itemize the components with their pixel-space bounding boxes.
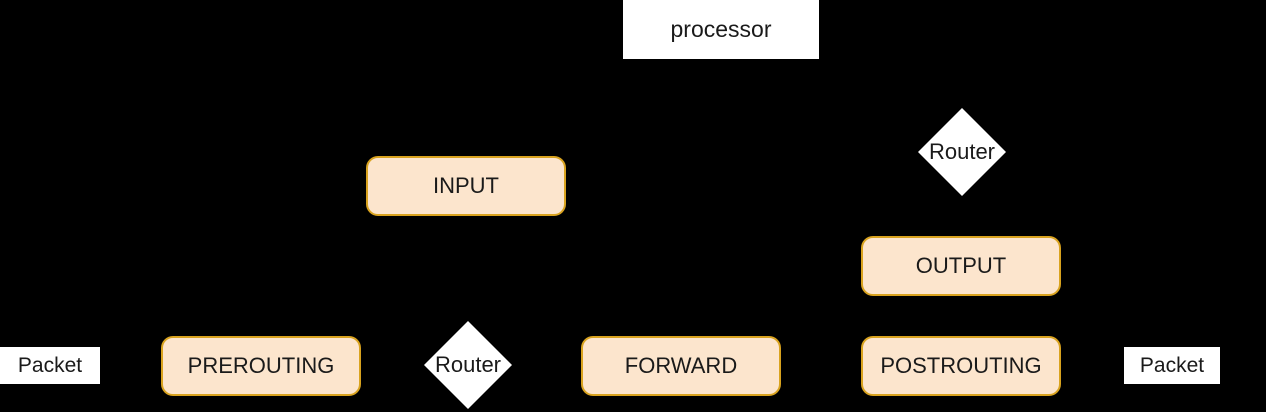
processor-label-text: processor: [670, 16, 772, 42]
packet-out-label-text: Packet: [1139, 353, 1205, 377]
router-decision-top-label: Router: [928, 139, 996, 164]
chain-output[interactable]: OUTPUT: [861, 236, 1061, 296]
chain-postrouting[interactable]: POSTROUTING: [861, 336, 1061, 396]
packet-out-label-box: Packet: [1124, 347, 1220, 384]
chain-forward-label: FORWARD: [624, 353, 738, 378]
chain-postrouting-label: POSTROUTING: [880, 353, 1042, 378]
chain-output-label: OUTPUT: [915, 253, 1007, 278]
diamond-icon: [918, 108, 1006, 196]
chain-prerouting-label: PREROUTING: [187, 353, 335, 378]
chain-input[interactable]: INPUT: [366, 156, 566, 216]
packet-in-label-box: Packet: [0, 347, 100, 384]
packet-in-label-text: Packet: [17, 353, 83, 377]
chain-forward[interactable]: FORWARD: [581, 336, 781, 396]
chain-input-label: INPUT: [433, 173, 499, 198]
router-decision-bottom-label: Router: [434, 352, 502, 377]
diamond-icon: [424, 321, 512, 409]
chain-prerouting[interactable]: PREROUTING: [161, 336, 361, 396]
processor-label-box: processor: [623, 0, 819, 59]
router-decision-bottom: Router: [424, 321, 512, 409]
router-decision-top: Router: [918, 108, 1006, 196]
